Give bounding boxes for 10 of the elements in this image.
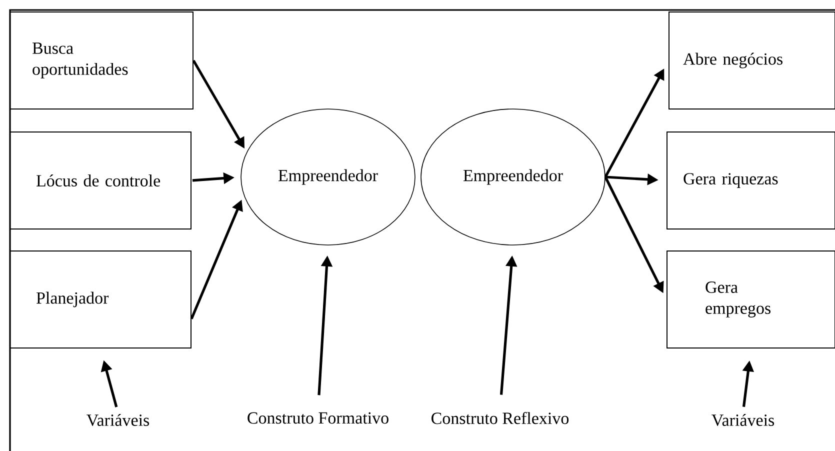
- text-box: Busca oportunidades: [10, 12, 194, 110]
- text-box: Gera empregos: [666, 250, 835, 348]
- text-box: Lócus de controle: [10, 132, 192, 230]
- caption-text: Construto Reflexivo: [432, 412, 569, 424]
- caption-text: Construto Formativo: [248, 412, 388, 424]
- text-box: Planejador: [10, 250, 192, 348]
- caption-text: Variáveis: [86, 414, 150, 426]
- text-box: Abre negócios: [668, 12, 835, 110]
- text-box: Gera riquezas: [666, 132, 835, 230]
- caption-text: Variáveis: [712, 414, 774, 426]
